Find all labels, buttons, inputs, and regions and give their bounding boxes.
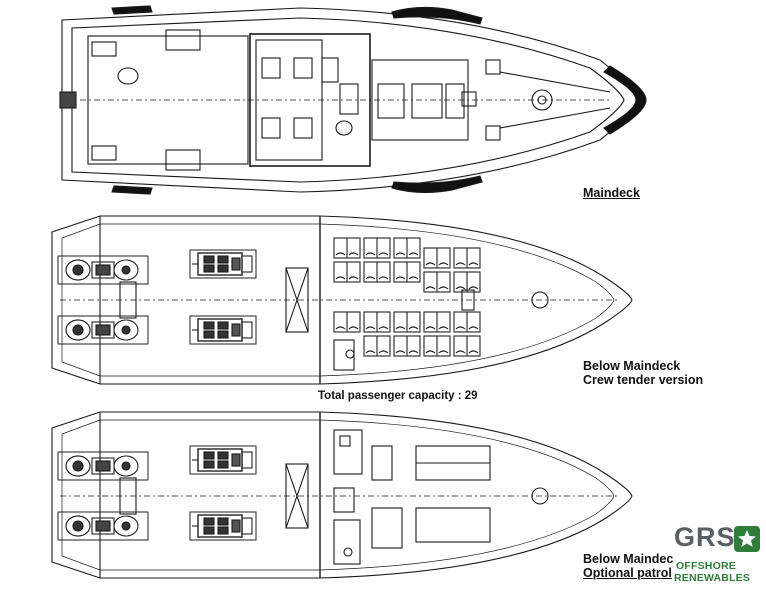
- passenger-capacity-label: Total passenger capacity : 29: [318, 390, 478, 402]
- logo-line2: RENEWABLES: [674, 572, 751, 584]
- crew-tender-label: Crew tender version: [583, 373, 704, 387]
- below-deck-crew-plan: [51, 215, 633, 385]
- maindeck-plan: [59, 5, 647, 195]
- logo-line1: OFFSHORE: [676, 560, 736, 572]
- star-badge-icon: [734, 526, 760, 552]
- logo-brand: GRS: [674, 522, 736, 552]
- maindeck-label: Maindeck: [583, 186, 640, 200]
- grs-logo: GRS OFFSHORE RENEWABLES: [672, 520, 764, 592]
- optional-patrol-label: Optional patrol: [583, 566, 672, 580]
- below-maindeck-label: Below Maindeck: [583, 359, 681, 373]
- below-deck-patrol-plan: [51, 411, 633, 579]
- below-maindeck-patrol-label: Below Maindec: [583, 552, 674, 566]
